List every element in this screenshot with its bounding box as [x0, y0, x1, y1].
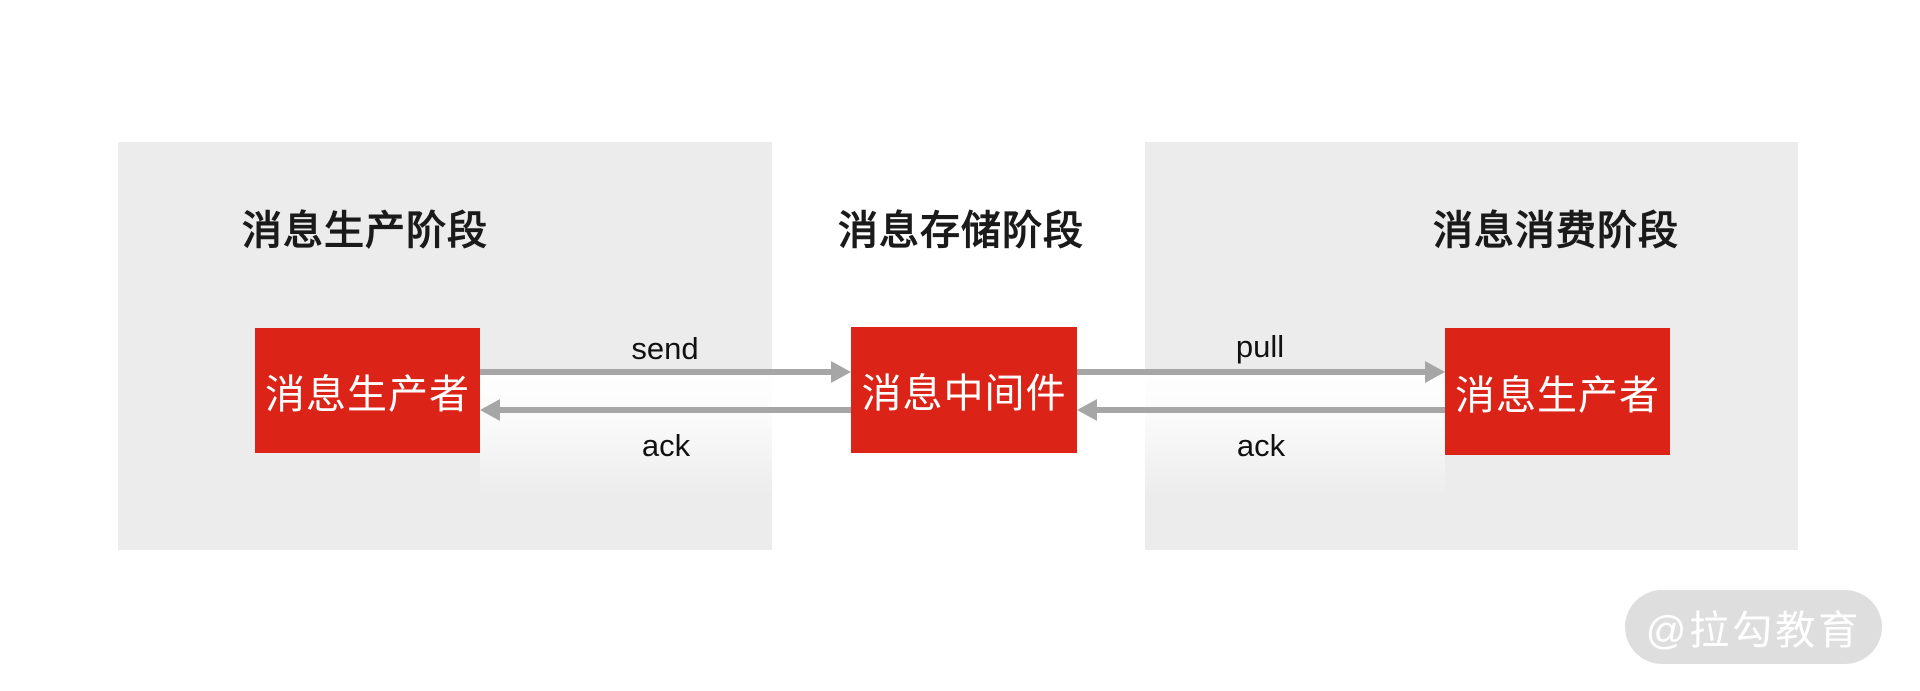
lagou-education-watermark: @拉勾教育: [1625, 590, 1882, 664]
arrowhead-left-icon: [480, 399, 500, 421]
consumer-node-box: 消息生产者: [1445, 328, 1670, 455]
pull-arrow-line: [1077, 369, 1426, 375]
broker-node-box: 消息中间件: [851, 327, 1077, 453]
production-stage-title: 消息生产阶段: [242, 209, 488, 253]
storage-stage-title: 消息存储阶段: [838, 209, 1084, 253]
ack-right-arrow-line: [1096, 407, 1445, 413]
send-arrow-label: send: [631, 331, 699, 366]
ack-left-arrow-line: [499, 407, 851, 413]
ack-left-arrow-label: ack: [641, 428, 691, 463]
producer-node-box: 消息生产者: [255, 328, 480, 453]
pull-arrow-label: pull: [1235, 329, 1285, 364]
consumption-stage-title: 消息消费阶段: [1433, 209, 1679, 253]
ack-right-arrow-label: ack: [1236, 428, 1286, 463]
arrowhead-right-icon: [831, 361, 851, 383]
arrowhead-right-icon: [1425, 361, 1445, 383]
send-arrow-line: [480, 369, 832, 375]
watermark-text: @拉勾教育: [1645, 609, 1862, 653]
arrowhead-left-icon: [1077, 399, 1097, 421]
